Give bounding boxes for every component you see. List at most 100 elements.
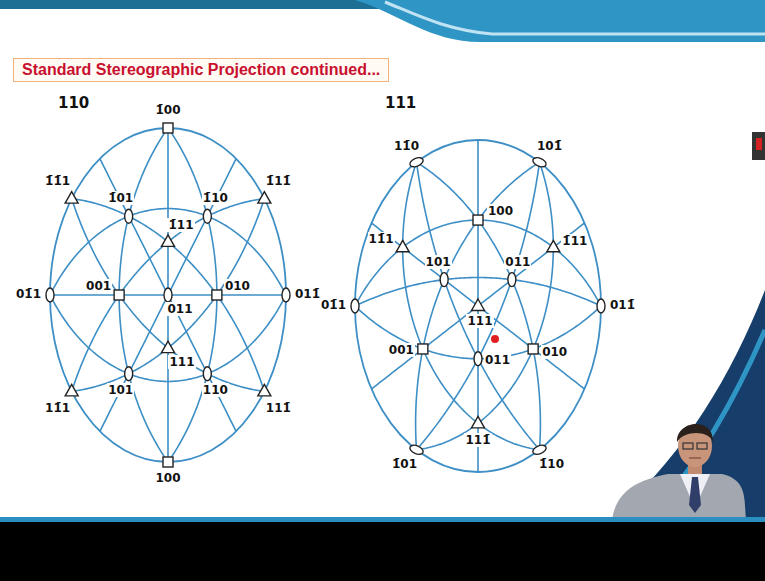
pole-index: 1̄1̄1 [44, 174, 71, 188]
pole-label-box: 100 [154, 471, 181, 487]
pole-symbol [162, 341, 175, 353]
pole-index: 111̄ [265, 401, 292, 415]
face-diagonal-ellipse [531, 443, 547, 456]
body-diagonal-triangle [396, 240, 409, 252]
face-diagonal-ellipse [351, 299, 359, 313]
pole-index: 1̄00 [154, 103, 181, 117]
primitive-circle [50, 128, 286, 462]
presenter-tie [689, 477, 701, 513]
pole-index: 100 [487, 204, 514, 218]
projection-net [50, 128, 286, 462]
pole-index: 111 [168, 355, 195, 369]
pole-label-box: 1̄01 [107, 191, 134, 207]
pole-index: 101 [425, 255, 452, 269]
cube-pole-square [212, 290, 222, 300]
face-diagonal-ellipse [531, 156, 547, 169]
cube-pole-square [528, 344, 538, 354]
body-diagonal-triangle [472, 299, 485, 311]
corner-swoosh [610, 290, 765, 520]
pole-index: 001 [388, 343, 415, 357]
pole-label-box: 010 [224, 279, 251, 295]
pole-label-box: 101 [107, 383, 134, 399]
projection-heading-box: 110 [57, 94, 90, 114]
pole-symbol [162, 235, 175, 247]
pole-symbol [474, 352, 482, 366]
pole-index: 010 [224, 279, 251, 293]
zone-circle [417, 162, 540, 450]
pole-index: 101̄ [536, 139, 563, 153]
zone-circle [403, 162, 540, 450]
presenter-glasses [697, 443, 707, 449]
body-diagonal-triangle [472, 416, 485, 428]
body-diagonal-triangle [65, 384, 78, 396]
pole-index: 011 [166, 302, 193, 316]
presenter-hair [677, 424, 713, 442]
pole-symbol [114, 290, 124, 300]
projection-heading: 111 [384, 94, 417, 112]
zone-circle [119, 128, 168, 462]
zone-circle [72, 199, 265, 392]
face-diagonal-ellipse [282, 288, 290, 302]
pole-label-box: 1̄11 [561, 234, 588, 250]
pole-label-box: 101̄ [536, 139, 563, 155]
pole-index: 1̄01 [391, 457, 418, 471]
pole-symbol [531, 156, 547, 169]
pole-label-box: 11̄0 [393, 139, 420, 155]
pole-symbol [440, 273, 448, 287]
pole-label-box: 011 [484, 353, 511, 369]
presenter [612, 424, 746, 520]
pole-label-box: 1̄00 [154, 103, 181, 119]
cube-pole-square [163, 123, 173, 133]
pole-label-box: 101 [425, 255, 452, 271]
pole-symbol [408, 156, 424, 169]
side-tab [752, 132, 765, 160]
pole-index: 1̄10 [202, 191, 229, 205]
pole-symbol [508, 273, 516, 287]
laser-pointer-dot [491, 335, 499, 343]
zone-circle [50, 295, 286, 381]
face-diagonal-ellipse [408, 443, 424, 456]
presenter-mouth [689, 457, 701, 459]
pole-symbol [472, 299, 485, 311]
pole-label-box: 1̄10 [538, 457, 565, 473]
cube-pole-square [114, 290, 124, 300]
pole-index: 001 [85, 279, 112, 293]
pole-index: 101 [107, 383, 134, 397]
zone-circle [72, 199, 265, 392]
pole-label-box: 11̄1 [368, 232, 395, 248]
pole-symbol [408, 443, 424, 456]
pole-symbol [531, 443, 547, 456]
body-diagonal-triangle [65, 192, 78, 204]
pole-index: 01̄1 [15, 287, 42, 301]
pole-symbol [203, 367, 211, 381]
body-diagonal-triangle [162, 235, 175, 247]
bottom-bar [0, 522, 765, 581]
pole-symbol [212, 290, 222, 300]
pole-symbol [125, 209, 133, 223]
zone-circle [100, 159, 236, 432]
pole-label-box: 111̄ [464, 433, 491, 449]
pole-label-box: 011̄ [294, 287, 321, 303]
slide-title-box: Standard Stereographic Projection contin… [13, 58, 389, 82]
projection-heading: 110 [57, 94, 90, 112]
body-diagonal-triangle [258, 384, 271, 396]
pole-symbol [46, 288, 54, 302]
cube-pole-square [473, 215, 483, 225]
pole-index: 100 [154, 471, 181, 485]
pole-index: 1̄10 [538, 457, 565, 471]
pole-index: 011̄ [609, 298, 636, 312]
pole-index: 11̄1 [368, 232, 395, 246]
pole-label-box: 010 [541, 345, 568, 361]
pole-symbol [351, 299, 359, 313]
pole-label-box: 01̄1 [320, 298, 347, 314]
pole-symbol [203, 209, 211, 223]
pole-symbol [163, 123, 173, 133]
zone-circle [417, 162, 554, 450]
presenter-suit [612, 474, 746, 520]
pole-index: 11̄1 [44, 401, 71, 415]
pole-index: 010 [541, 345, 568, 359]
body-diagonal-triangle [258, 192, 271, 204]
pole-label-box: 001 [388, 343, 415, 359]
pole-symbol [65, 384, 78, 396]
face-diagonal-ellipse [508, 273, 516, 287]
